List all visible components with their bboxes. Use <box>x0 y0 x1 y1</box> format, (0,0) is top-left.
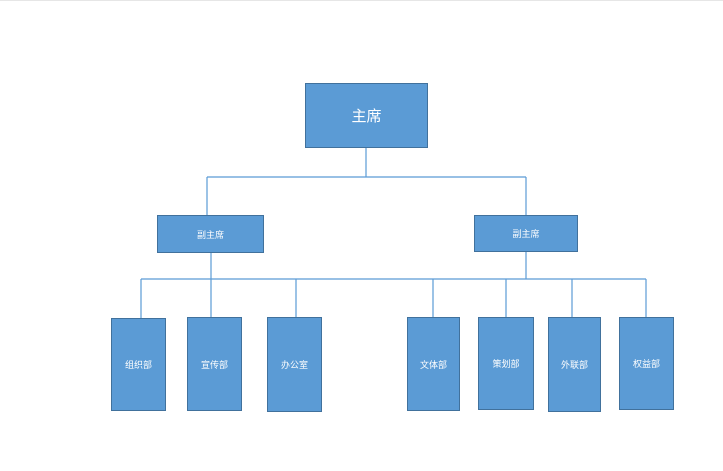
node-department-label: 宣传部 <box>200 360 228 371</box>
node-department-office: 办公室 <box>267 317 322 412</box>
node-department-label: 外联部 <box>560 361 588 371</box>
node-vice-chairman-2-label: 副主席 <box>512 230 540 240</box>
node-department-label: 文体部 <box>419 360 447 371</box>
node-department-label: 策划部 <box>492 360 520 370</box>
node-vice-chairman-1: 副主席 <box>157 215 264 253</box>
node-department-organization: 组织部 <box>111 318 166 411</box>
node-department-culture-sports: 文体部 <box>407 317 460 411</box>
node-vice-chairman-1-label: 副主席 <box>196 230 224 241</box>
node-department-external-relations: 外联部 <box>548 317 601 412</box>
node-chairman: 主席 <box>305 83 428 148</box>
node-department-rights: 权益部 <box>619 317 674 410</box>
node-department-publicity: 宣传部 <box>187 317 242 411</box>
node-department-planning: 策划部 <box>478 317 534 410</box>
node-department-label: 办公室 <box>280 361 308 371</box>
top-border <box>0 0 723 1</box>
node-chairman-label: 主席 <box>351 107 382 125</box>
node-department-label: 权益部 <box>632 360 660 370</box>
node-vice-chairman-2: 副主席 <box>474 215 578 252</box>
node-department-label: 组织部 <box>124 361 152 371</box>
